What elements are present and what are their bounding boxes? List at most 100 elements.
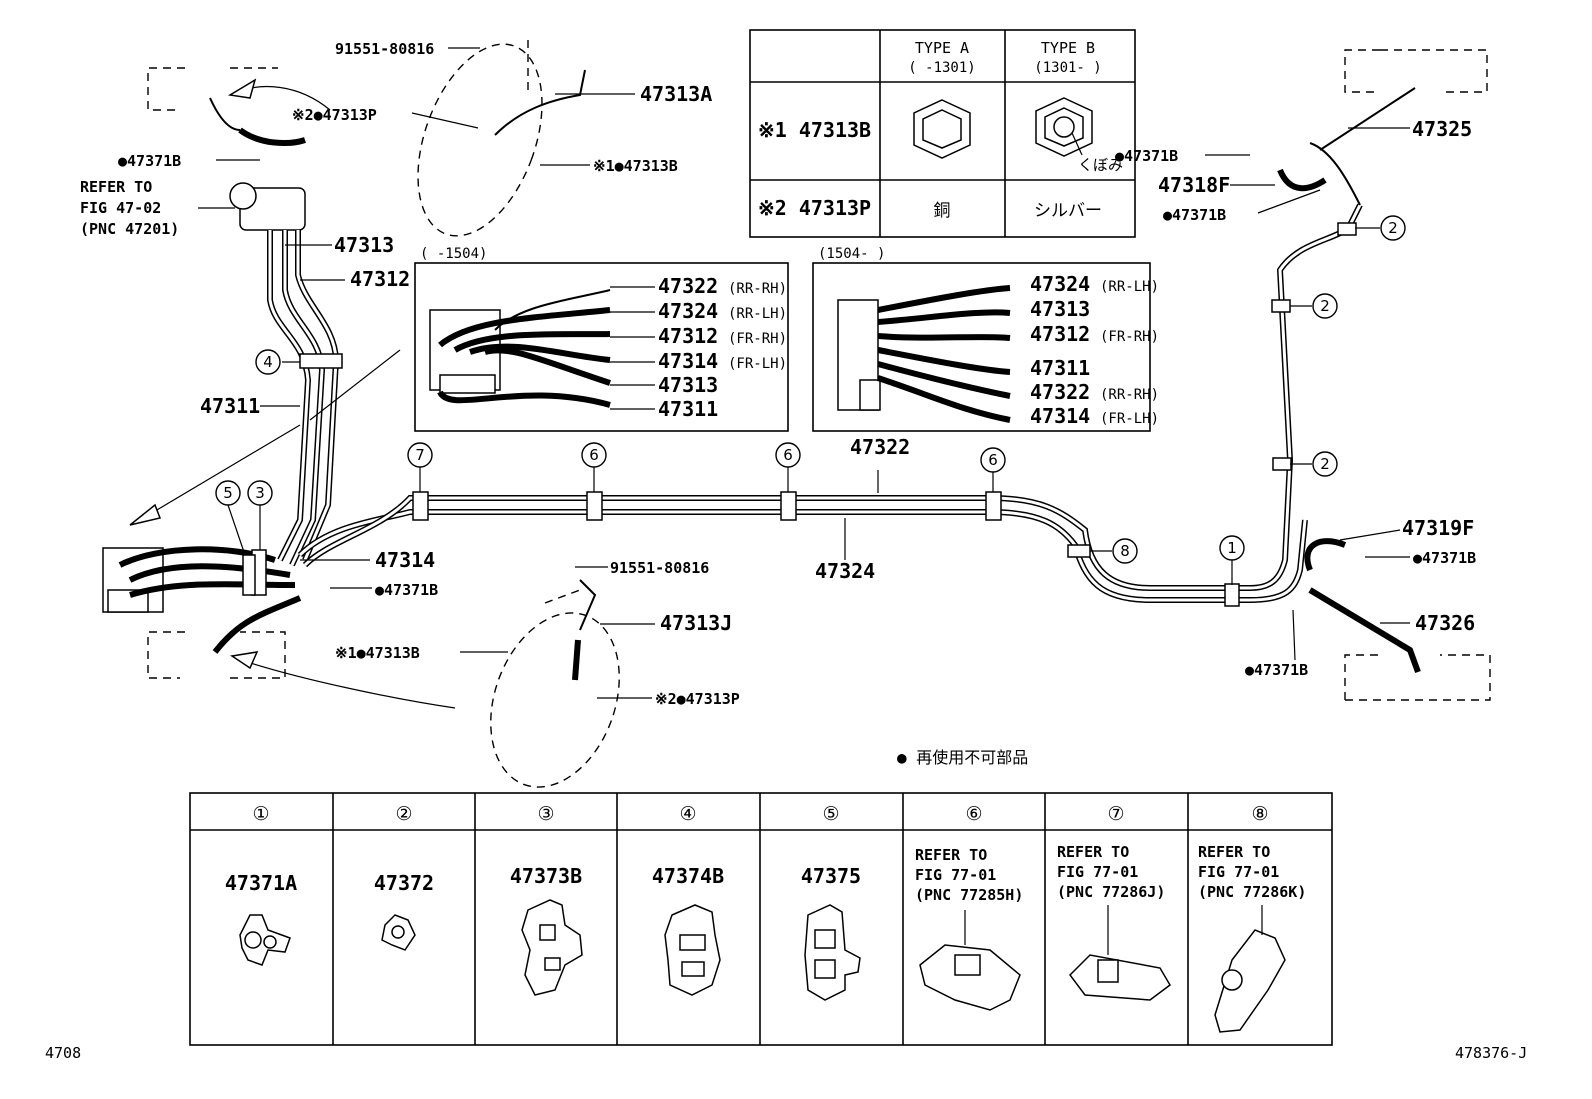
clip-col-6-ref2: FIG 77-01 — [915, 866, 996, 884]
row2-type-b: シルバー — [1034, 201, 1102, 221]
callout-6-c: 6 — [988, 451, 998, 469]
clip-77286k-icon — [1214, 905, 1286, 1033]
inset-right-item-2: 47313 — [1030, 297, 1090, 321]
clip-col-5-num: ⑤ — [822, 803, 839, 825]
inset-left-item-6: 47314 — [658, 349, 718, 373]
clip-77286j-icon — [1069, 905, 1171, 1001]
clip-col-3-num: ③ — [537, 803, 554, 825]
part-47371b-ml-label: ●47371B — [375, 581, 438, 599]
inset-left-item-0: 47322 — [658, 274, 718, 298]
clip-table: ① ② ③ ④ ⑤ ⑥ ⑦ ⑧ 47371A 47372 47373B 4737… — [189, 792, 1333, 1046]
clip-col-8-ref3: (PNC 77286K) — [1198, 883, 1306, 901]
non-reusable-note: ● 再使用不可部品 — [897, 748, 1028, 767]
part-47313a-label: 47313A — [640, 82, 712, 106]
part-47313p-top-label: ※2●47313P — [292, 106, 377, 124]
clip-47373b-icon — [521, 899, 583, 996]
inset-right-range: (1504- ) — [818, 246, 885, 262]
row2-type-a: 銅 — [934, 201, 951, 221]
footer-left: 4708 — [45, 1044, 81, 1062]
part-47314-label: 47314 — [375, 548, 435, 572]
refer-to-label: REFER TO — [80, 178, 152, 196]
type-b-range: (1301- ) — [1034, 60, 1101, 76]
bolt-top-label: 91551-80816 — [335, 40, 434, 58]
clip-col-1-num: ① — [252, 803, 269, 825]
inset-right: (1504- ) 47324 (RR-LH) 47313 47312 (FR-R… — [812, 246, 1159, 432]
clip-47372-icon — [381, 914, 416, 951]
footer-right: 478376-J — [1455, 1044, 1527, 1062]
bolt-mid-label: 91551-80816 — [610, 559, 709, 577]
direction-arrows — [129, 78, 456, 709]
inset-left-item-2: 47324 — [658, 299, 718, 323]
part-labels: 91551-80816 47313A ※2●47313P ※1●47313B ●… — [80, 40, 1476, 767]
clip-77285h-icon — [919, 910, 1021, 1011]
inset-left-item-3: (RR-LH) — [728, 306, 787, 322]
callout-3: 3 — [255, 484, 265, 502]
inset-left-item-7: (FR-LH) — [728, 356, 787, 372]
inset-left-item-1: (RR-RH) — [728, 281, 787, 297]
inset-left-item-4: 47312 — [658, 324, 718, 348]
callout-6-a: 6 — [589, 446, 599, 464]
inset-right-item-3: 47312 — [1030, 322, 1090, 346]
callout-1: 1 — [1227, 539, 1237, 557]
inset-left-item-8: 47313 — [658, 373, 718, 397]
pnc-47201-label: (PNC 47201) — [80, 220, 179, 238]
clip-47375-icon — [804, 904, 861, 1001]
callout-4: 4 — [263, 353, 273, 371]
type-a-range: ( -1301) — [908, 60, 975, 76]
inset-left-item-9: 47311 — [658, 397, 718, 421]
clip-col-6-ref3: (PNC 77285H) — [915, 886, 1023, 904]
hex-nut-type-a-icon — [913, 99, 971, 159]
part-47311-label: 47311 — [200, 394, 260, 418]
callout-2-b: 2 — [1320, 297, 1330, 315]
callout-7: 7 — [415, 446, 425, 464]
clip-col-3-part: 47373B — [510, 864, 582, 888]
clip-col-5-part: 47375 — [801, 864, 861, 888]
part-47371b-br-label: ●47371B — [1245, 661, 1308, 679]
type-a-header: TYPE A — [915, 39, 969, 57]
part-47322-label: 47322 — [850, 435, 910, 459]
leader-lines — [198, 47, 1410, 699]
callout-6-b: 6 — [783, 446, 793, 464]
inset-left-item-5: (FR-RH) — [728, 331, 787, 347]
part-47325-label: 47325 — [1412, 117, 1472, 141]
inset-right-item-6: 47322 — [1030, 380, 1090, 404]
inset-right-item-0: 47324 — [1030, 272, 1090, 296]
type-table: TYPE A ( -1301) TYPE B (1301- ) ※1 47313… — [749, 29, 1136, 238]
part-47319f-label: 47319F — [1402, 516, 1474, 540]
part-47313b-top-label: ※1●47313B — [593, 157, 678, 175]
part-47371b-tr2-label: ●47371B — [1163, 206, 1226, 224]
dimple-label: くぼみ — [1078, 156, 1123, 174]
part-47371b-r-label: ●47371B — [1413, 549, 1476, 567]
inset-right-item-1: (RR-LH) — [1100, 279, 1159, 295]
main-pipe-routing — [102, 69, 1421, 681]
callout-2-a: 2 — [1388, 219, 1398, 237]
callout-2-c: 2 — [1320, 455, 1330, 473]
clip-col-6-ref1: REFER TO — [915, 846, 987, 864]
clip-col-7-ref3: (PNC 77286J) — [1057, 883, 1165, 901]
clip-col-2-part: 47372 — [374, 871, 434, 895]
wheel-outlines — [147, 40, 1491, 788]
clip-col-4-part: 47374B — [652, 864, 724, 888]
inset-left-range: ( -1504) — [420, 246, 487, 262]
hex-nut-type-b-icon — [1035, 97, 1093, 157]
callout-8: 8 — [1120, 542, 1130, 560]
row2-label: ※2 47313P — [758, 196, 871, 220]
clip-47371a-icon — [239, 914, 291, 966]
type-b-header: TYPE B — [1041, 39, 1095, 57]
clip-col-6-num: ⑥ — [965, 803, 982, 825]
clip-col-8-num: ⑧ — [1251, 803, 1268, 825]
clip-col-7-num: ⑦ — [1107, 803, 1124, 825]
clip-col-8-ref2: FIG 77-01 — [1198, 863, 1279, 881]
part-47313p-bot-label: ※2●47313P — [655, 690, 740, 708]
part-47313b-bot-label: ※1●47313B — [335, 644, 420, 662]
clip-col-8-ref1: REFER TO — [1198, 843, 1270, 861]
part-47312-label: 47312 — [350, 267, 410, 291]
line-clips — [242, 222, 1357, 607]
clip-col-4-num: ④ — [679, 803, 696, 825]
inset-left: ( -1504) 47322 (RR-RH) 47324 (RR-LH) 473… — [414, 246, 789, 432]
part-47313-label: 47313 — [334, 233, 394, 257]
callout-5: 5 — [223, 484, 233, 502]
part-47371b-tr-label: ●47371B — [1115, 147, 1178, 165]
inset-right-item-4: (FR-RH) — [1100, 329, 1159, 345]
